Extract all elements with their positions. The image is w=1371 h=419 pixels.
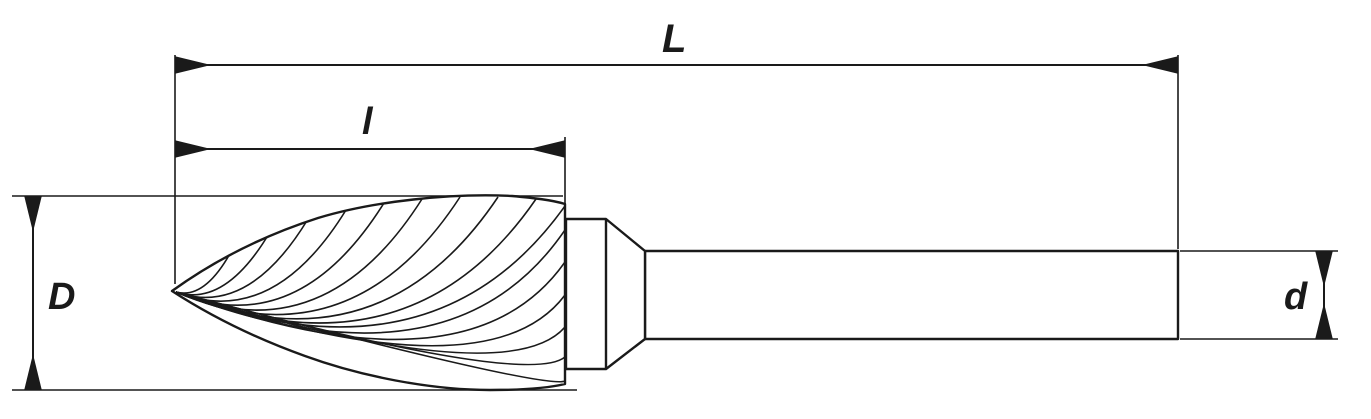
dimension-D: D [24, 196, 75, 390]
shank-body [643, 249, 1180, 341]
flute-line [175, 291, 565, 354]
flute-line [175, 291, 565, 347]
burr-head [170, 194, 567, 392]
dimension-l: l [175, 101, 565, 158]
label-total-length: L [662, 17, 686, 61]
dimension-d: d [1284, 251, 1333, 339]
label-cut-length: l [362, 101, 374, 143]
head-outline [170, 194, 567, 392]
label-shank-diameter: d [1284, 276, 1308, 318]
burr-flutes [175, 196, 565, 383]
burr-shank [643, 249, 1180, 341]
dimension-L: L [175, 17, 1178, 74]
burr-collar [564, 217, 647, 371]
flute-line [175, 261, 565, 341]
label-head-diameter: D [48, 276, 75, 318]
flute-line [175, 291, 565, 383]
